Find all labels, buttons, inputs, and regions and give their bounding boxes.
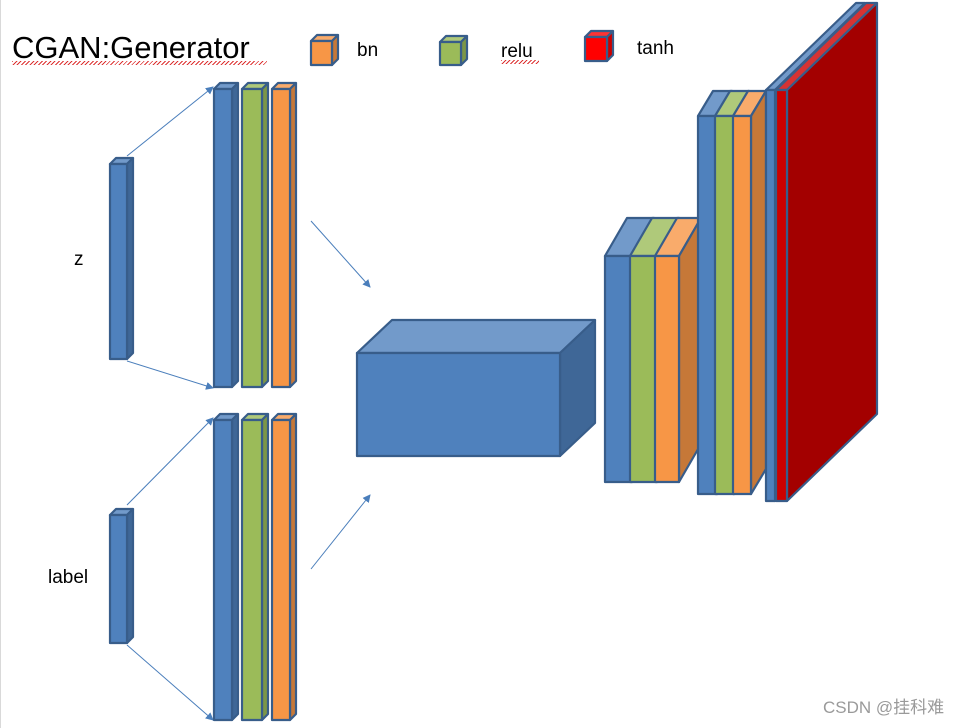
- merged-block: [355, 318, 597, 458]
- arrow-top-to-merge: [310, 220, 371, 288]
- stage2-bn: [731, 89, 768, 496]
- z-branch-relu: [240, 81, 270, 389]
- spellcheck-underline: [501, 60, 539, 64]
- legend-label-tanh: tanh: [637, 38, 674, 59]
- arrow-z-to-top: [126, 86, 214, 157]
- z-branch-conv: [212, 81, 240, 389]
- arrows: [126, 86, 371, 721]
- label-branch-conv: [212, 412, 240, 722]
- legend-icon-tanh: [583, 29, 615, 63]
- watermark: CSDN @挂科难: [823, 698, 945, 717]
- z-branch-bn: [270, 81, 298, 389]
- output-tanh: [774, 1, 879, 503]
- input-label-z: z: [74, 249, 84, 270]
- page-border: [0, 0, 1, 728]
- input-label-label: label: [48, 567, 89, 588]
- legend-label-bn: bn: [357, 40, 379, 61]
- spellcheck-underline: [12, 61, 267, 65]
- label-branch-bn: [270, 412, 298, 722]
- z-input-vector: [108, 156, 135, 361]
- layers: [108, 1, 879, 722]
- arrow-label-to-top: [126, 417, 214, 506]
- legend-icon-bn: [309, 33, 340, 67]
- legend-label-relu: relu: [501, 41, 533, 62]
- page-title: CGAN:Generator: [12, 30, 250, 65]
- stage1-bn: [653, 216, 703, 484]
- arrow-label-to-bottom: [126, 644, 214, 721]
- arrow-bottom-to-merge: [310, 494, 371, 570]
- label-input-vector: [108, 507, 135, 645]
- arrow-z-to-bottom: [126, 360, 214, 390]
- legend-icon-relu: [438, 34, 469, 67]
- label-branch-relu: [240, 412, 270, 722]
